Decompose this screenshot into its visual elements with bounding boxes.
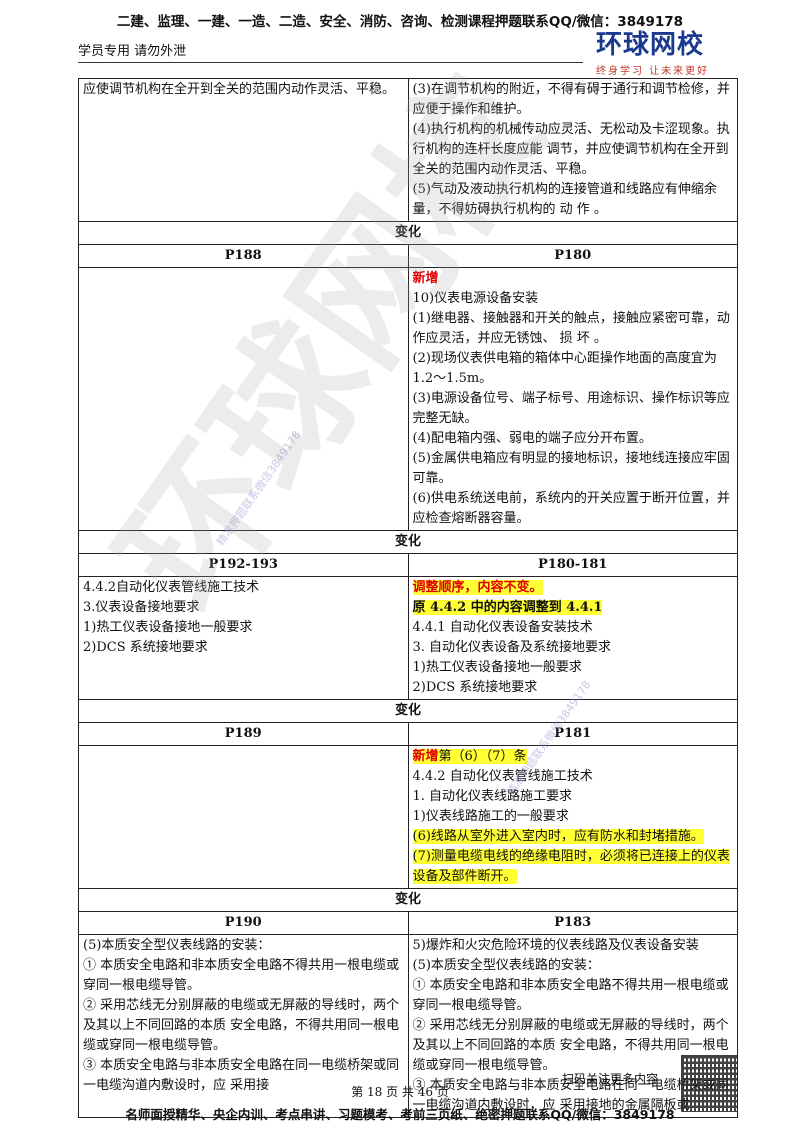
left-cell: [78, 745, 409, 889]
qr-code-icon[interactable]: [681, 1055, 738, 1112]
new-page-ref: P180-181: [407, 553, 738, 577]
old-page-ref: P190: [78, 911, 409, 935]
text-line: 1)仪表线路施工的一般要求: [412, 809, 569, 824]
left-cell: 4.4.2自动化仪表管线施工技术 3.仪表设备接地要求 1)热工仪表设备接地一般…: [78, 576, 409, 700]
text-line: 应使调节机构在全开到全关的范围内动作灵活、平稳。: [83, 82, 396, 97]
text-line: ① 本质安全电路和非本质安全电路不得共用一根电缆或穿同一根电缆导管。: [412, 978, 729, 1013]
top-banner: 二建、监理、一建、一造、二造、安全、消防、咨询、检测课程押题联系QQ/微信：38…: [116, 14, 684, 30]
logo: 环球网校 终身学习 让未来更好: [596, 30, 736, 77]
change-bar-row: 变化: [78, 530, 738, 554]
text-line: 5)爆炸和火灾危险环境的仪表线路及仪表设备安装: [412, 938, 699, 953]
text-line: (4)配电箱内强、弱电的端子应分开布置。: [412, 431, 652, 446]
header-divider: [78, 62, 583, 63]
table-row: 应使调节机构在全开到全关的范围内动作灵活、平稳。 (3)在调节机构的附近，不得有…: [78, 78, 738, 222]
change-bar-row: 变化: [78, 699, 738, 723]
table-row: 4.4.2自动化仪表管线施工技术 3.仪表设备接地要求 1)热工仪表设备接地一般…: [78, 576, 738, 700]
change-label: 变化: [78, 530, 738, 554]
table-row: 新增第（6）（7）条 4.4.2 自动化仪表管线施工技术 1. 自动化仪表线路施…: [78, 745, 738, 889]
confidential-note: 学员专用 请勿外泄: [78, 44, 187, 59]
highlight-line: (7)测量电缆电线的绝缘电阻时，必须将已连接上的仪表设备及部件断开。: [412, 849, 730, 884]
text-line: (5)金属供电箱应有明显的接地标识，接地线连接应牢固可靠。: [412, 451, 730, 486]
text-line: 4.4.1 自动化仪表设备安装技术: [412, 620, 593, 635]
text-line: (3)在调节机构的附近，不得有碍于通行和调节检修，并应便于操作和维护。: [412, 82, 730, 117]
text-line: 1. 自动化仪表线路施工要求: [412, 789, 573, 804]
old-page-ref: P188: [78, 244, 409, 268]
left-cell: 应使调节机构在全开到全关的范围内动作灵活、平稳。: [78, 78, 409, 222]
text-line: 1)热工仪表设备接地一般要求: [83, 620, 253, 635]
logo-slogan: 终身学习 让未来更好: [596, 66, 710, 77]
scan-note: 扫码关注更多内容: [562, 1072, 659, 1086]
text-line: (5)本质安全型仪表线路的安装：: [412, 958, 600, 973]
page-row: P192-193 P180-181: [78, 553, 738, 577]
text-line: (1)继电器、接触器和开关的触点，接触应紧密可靠，动作应灵活，并应无锈蚀、 损 …: [412, 311, 730, 346]
change-label: 变化: [78, 699, 738, 723]
text-line: (5)气动及液动执行机构的连接管道和线路应有伸缩余量，不得妨碍执行机构的 动 作…: [412, 182, 717, 217]
page-number: 第 18 页 共 46 页: [351, 1085, 449, 1099]
old-page-ref: P189: [78, 722, 409, 746]
change-bar-row: 变化: [78, 888, 738, 912]
page-row: P189 P181: [78, 722, 738, 746]
highlight-line: (6)线路从室外进入室内时，应有防水和封堵措施。: [412, 829, 704, 844]
text-line: 3. 自动化仪表设备及系统接地要求: [412, 640, 612, 655]
right-cell: 调整顺序，内容不变。 原 4.4.2 中的内容调整到 4.4.1 4.4.1 自…: [407, 576, 738, 700]
text-line: 3.仪表设备接地要求: [83, 600, 200, 615]
new-tag: 新增: [412, 749, 439, 764]
new-tag-detail: 第（6）（7）条: [438, 749, 527, 764]
bottom-banner: 名师面授精华、央企内训、考点串讲、习题模考、考前三页纸、绝密押题联系QQ/微信：…: [125, 1107, 675, 1122]
text-line: 10)仪表电源设备安装: [412, 291, 539, 306]
right-cell: (3)在调节机构的附近，不得有碍于通行和调节检修，并应便于操作和维护。 (4)执…: [407, 78, 738, 222]
text-line: ② 采用芯线无分别屏蔽的电缆或无屏蔽的导线时，两个及其以上不同回路的本质 安全电…: [83, 998, 400, 1053]
table-row: 新增 10)仪表电源设备安装 (1)继电器、接触器和开关的触点，接触应紧密可靠，…: [78, 267, 738, 531]
new-page-ref: P181: [407, 722, 738, 746]
text-line: (2)现场仪表供电箱的箱体中心距操作地面的高度宜为1.2～1.5m。: [412, 351, 717, 386]
text-line: ③ 本质安全电路与非本质安全电路在同一电缆桥架或同一电缆沟道内敷设时，应 采用接: [83, 1058, 400, 1093]
text-line: 2)DCS 系统接地要求: [83, 640, 208, 655]
text-line: (6)供电系统送电前，系统内的开关应置于断开位置，并应检查熔断器容量。: [412, 491, 730, 526]
page-row: P190 P183: [78, 911, 738, 935]
highlight-note: 原 4.4.2 中的内容调整到 4.4.1: [412, 600, 603, 615]
change-bar-row: 变化: [78, 221, 738, 245]
change-label: 变化: [78, 221, 738, 245]
page-row: P188 P180: [78, 244, 738, 268]
text-line: (5)本质安全型仪表线路的安装：: [83, 938, 271, 953]
text-line: 1)热工仪表设备接地一般要求: [412, 660, 582, 675]
change-label: 变化: [78, 888, 738, 912]
text-line: (4)执行机构的机械传动应灵活、无松动及卡涩现象。执行机构的连杆长度应能 调节，…: [412, 122, 730, 177]
new-tag: 新增: [412, 271, 439, 286]
highlight-note: 调整顺序，内容不变。: [412, 580, 543, 595]
old-page-ref: P192-193: [78, 553, 409, 577]
left-cell: [78, 267, 409, 531]
logo-text: 环球网校: [596, 30, 705, 60]
comparison-table: 应使调节机构在全开到全关的范围内动作灵活、平稳。 (3)在调节机构的附近，不得有…: [78, 78, 738, 1118]
text-line: ③ 本质安全电路与非本质安全电路在同一电缆桥架或同一电缆沟道内敷设时，应 采用接…: [412, 1078, 729, 1113]
left-cell: (5)本质安全型仪表线路的安装： ① 本质安全电路和非本质安全电路不得共用一根电…: [78, 934, 409, 1118]
text-line: 2)DCS 系统接地要求: [412, 680, 538, 695]
text-line: ① 本质安全电路和非本质安全电路不得共用一根电缆或穿同一根电缆导管。: [83, 958, 400, 993]
new-page-ref: P180: [407, 244, 738, 268]
text-line: (3)电源设备位号、端子标号、用途标识、操作标识等应完整无缺。: [412, 391, 730, 426]
new-page-ref: P183: [407, 911, 738, 935]
text-line: ② 采用芯线无分别屏蔽的电缆或无屏蔽的导线时，两个及其以上不同回路的本质 安全电…: [412, 1018, 729, 1073]
text-line: 4.4.2 自动化仪表管线施工技术: [412, 769, 593, 784]
text-line: 4.4.2自动化仪表管线施工技术: [83, 580, 260, 595]
right-cell: 新增 10)仪表电源设备安装 (1)继电器、接触器和开关的触点，接触应紧密可靠，…: [407, 267, 738, 531]
right-cell: 新增第（6）（7）条 4.4.2 自动化仪表管线施工技术 1. 自动化仪表线路施…: [407, 745, 738, 889]
